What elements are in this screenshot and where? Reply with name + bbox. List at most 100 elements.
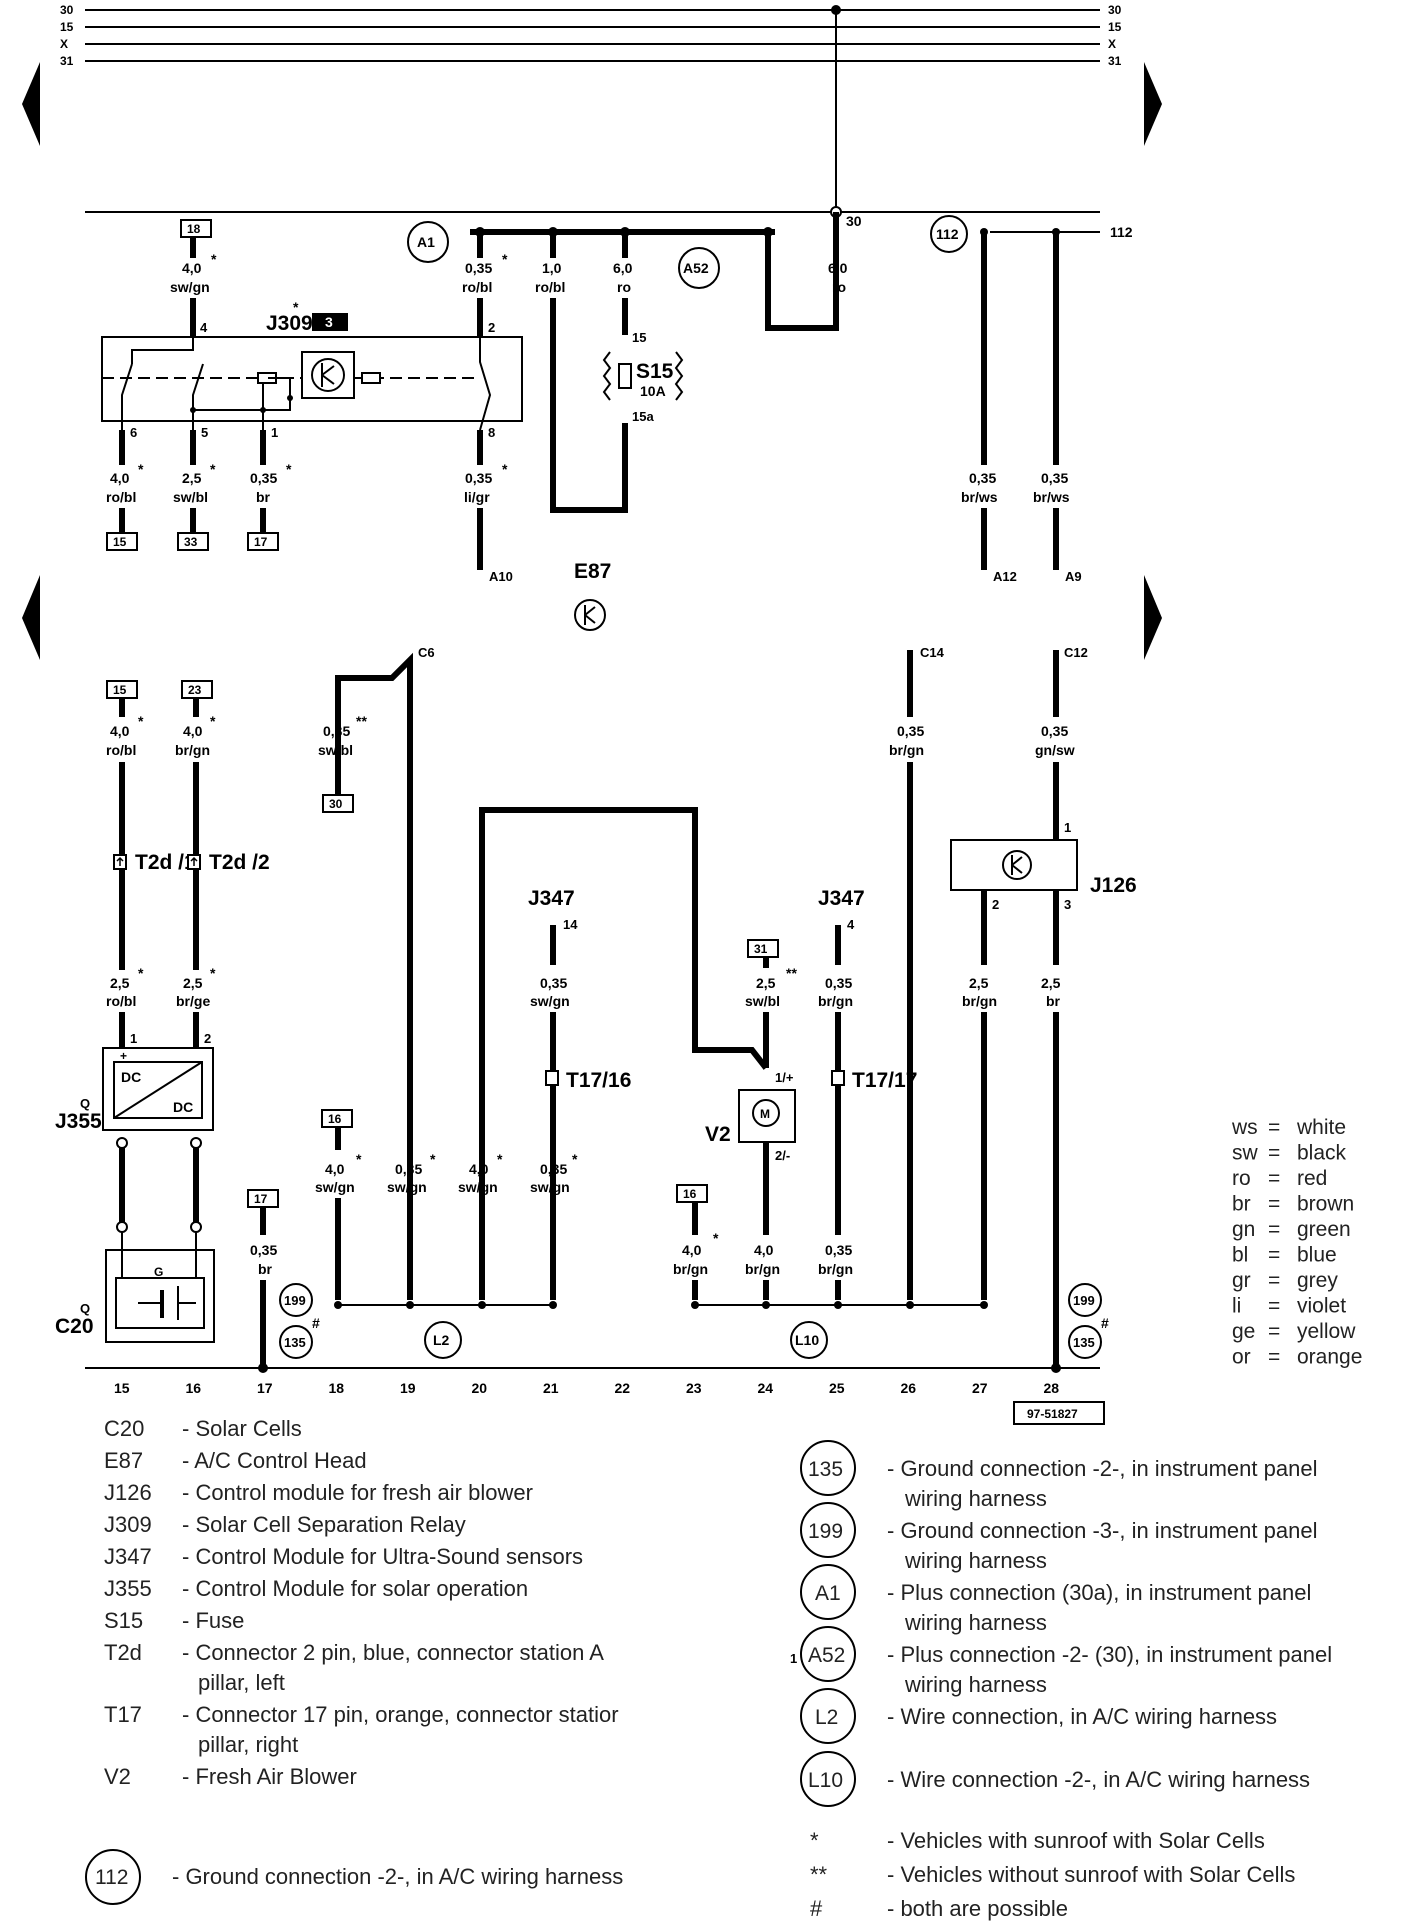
color-eq: =	[1268, 1346, 1280, 1369]
component-desc-cont: pillar, left	[198, 1670, 285, 1695]
w6-size: 4,0	[110, 470, 130, 486]
connection-circle	[800, 1626, 856, 1682]
w27-size: 0,35	[540, 1161, 567, 1177]
pin-4: 4	[200, 320, 208, 335]
j126-module	[950, 839, 1078, 891]
color-name: orange	[1297, 1346, 1362, 1369]
color-abbr: gr	[1232, 1269, 1251, 1292]
color-eq: =	[1268, 1320, 1280, 1343]
connection-desc: - Wire connection -2-, in A/C wiring har…	[887, 1767, 1310, 1792]
svg-text:+: +	[120, 1049, 127, 1063]
footnote-symbol: #	[810, 1896, 823, 1921]
svg-text:17: 17	[254, 535, 268, 549]
svg-text:15: 15	[113, 683, 127, 697]
svg-text:*: *	[210, 713, 216, 729]
page-prev-arrow-lower[interactable]	[22, 575, 40, 660]
fuse-s15	[602, 351, 684, 401]
svg-text:1: 1	[271, 425, 278, 440]
svg-text:15a: 15a	[632, 409, 654, 424]
page-next-arrow-upper[interactable]	[1144, 62, 1162, 146]
svg-text:#: #	[312, 1315, 320, 1331]
ground-112-circle	[930, 215, 968, 253]
j126-label: J126	[1090, 874, 1137, 897]
svg-text:*: *	[210, 965, 216, 981]
w3-color: ro/bl	[535, 279, 565, 295]
column-number: 15	[114, 1380, 130, 1396]
w13-size: 4,0	[183, 723, 203, 739]
svg-text:1: 1	[130, 1031, 137, 1046]
column-number: 18	[329, 1380, 345, 1396]
column-number: 25	[829, 1380, 845, 1396]
ground-112-legend-desc: - Ground connection -2-, in A/C wiring h…	[172, 1864, 623, 1889]
connection-code: L2	[815, 1706, 838, 1729]
footnote-desc: - Vehicles without sunroof with Solar Ce…	[887, 1862, 1295, 1887]
w17-size: 2,5	[110, 975, 130, 991]
box-18: 18	[187, 222, 201, 236]
component-code: E87	[104, 1448, 143, 1473]
w26-size: 4,0	[469, 1161, 489, 1177]
svg-text:C14: C14	[920, 645, 945, 660]
w20-color: sw/bl	[745, 993, 780, 1009]
color-abbr: gn	[1232, 1218, 1255, 1241]
column-number: 19	[400, 1380, 416, 1396]
t17-17-label: T17/17	[852, 1069, 917, 1092]
j355-dc2: DC	[173, 1099, 193, 1115]
a1-label: A1	[417, 234, 435, 250]
color-abbr: ge	[1232, 1320, 1255, 1343]
column-number: 23	[686, 1380, 702, 1396]
w29-color: br/gn	[673, 1261, 708, 1277]
color-name: brown	[1297, 1193, 1354, 1216]
w2-size: 0,35	[465, 260, 492, 276]
rail-15-left: 15	[60, 20, 74, 34]
a10-label: A10	[489, 569, 513, 584]
page-next-arrow-lower[interactable]	[1144, 575, 1162, 660]
connection-circle	[800, 1502, 856, 1558]
color-name: grey	[1297, 1269, 1338, 1292]
svg-text:A12: A12	[993, 569, 1017, 584]
svg-text:*: *	[211, 251, 217, 267]
w5-color: ro	[832, 279, 846, 295]
w9-size: 0,35	[465, 470, 492, 486]
w13-color: br/gn	[175, 742, 210, 758]
connection-desc: - Ground connection -2-, in instrument p…	[887, 1456, 1317, 1481]
w7-color: sw/bl	[173, 489, 208, 505]
component-desc: - Control Module for Ultra-Sound sensors	[182, 1544, 583, 1569]
color-name: black	[1297, 1142, 1347, 1165]
footnote-desc: - both are possible	[887, 1896, 1068, 1921]
connection-desc-cont: wiring harness	[904, 1548, 1047, 1573]
color-eq: =	[1268, 1116, 1280, 1139]
j355-module	[102, 1047, 214, 1131]
svg-text:*: *	[497, 1151, 503, 1167]
w30-size: 4,0	[754, 1242, 774, 1258]
page-prev-arrow-upper[interactable]	[22, 62, 40, 146]
w22-color: br/gn	[962, 993, 997, 1009]
component-desc: - A/C Control Head	[182, 1448, 367, 1473]
w11-size: 0,35	[1041, 470, 1068, 486]
t2d-1-label: T2d /1	[135, 851, 196, 874]
w10-size: 0,35	[969, 470, 996, 486]
v2-blower	[738, 1089, 796, 1143]
j347-label-2: J347	[818, 887, 865, 910]
svg-text:4: 4	[847, 917, 855, 932]
svg-text:2: 2	[488, 320, 495, 335]
svg-text:**: **	[786, 965, 797, 981]
connection-code: A52	[808, 1644, 845, 1667]
column-number: 28	[1044, 1380, 1060, 1396]
rail-30-left: 30	[60, 3, 74, 17]
w15-size: 0,35	[897, 723, 924, 739]
component-desc: - Control Module for solar operation	[182, 1576, 528, 1601]
component-desc: - Fuse	[182, 1608, 244, 1633]
column-number: 27	[972, 1380, 988, 1396]
a52-label: A52	[683, 260, 709, 276]
component-code: J347	[104, 1544, 152, 1569]
w3-size: 1,0	[542, 260, 562, 276]
svg-text:*: *	[138, 713, 144, 729]
w25-color: sw/gn	[387, 1179, 427, 1195]
svg-text:C12: C12	[1064, 645, 1088, 660]
w19-color: sw/gn	[530, 993, 570, 1009]
color-eq: =	[1268, 1167, 1280, 1190]
w4-color: ro	[617, 279, 631, 295]
svg-text:2: 2	[992, 897, 999, 912]
connection-desc-cont: wiring harness	[904, 1610, 1047, 1635]
color-abbr: sw	[1232, 1142, 1259, 1165]
